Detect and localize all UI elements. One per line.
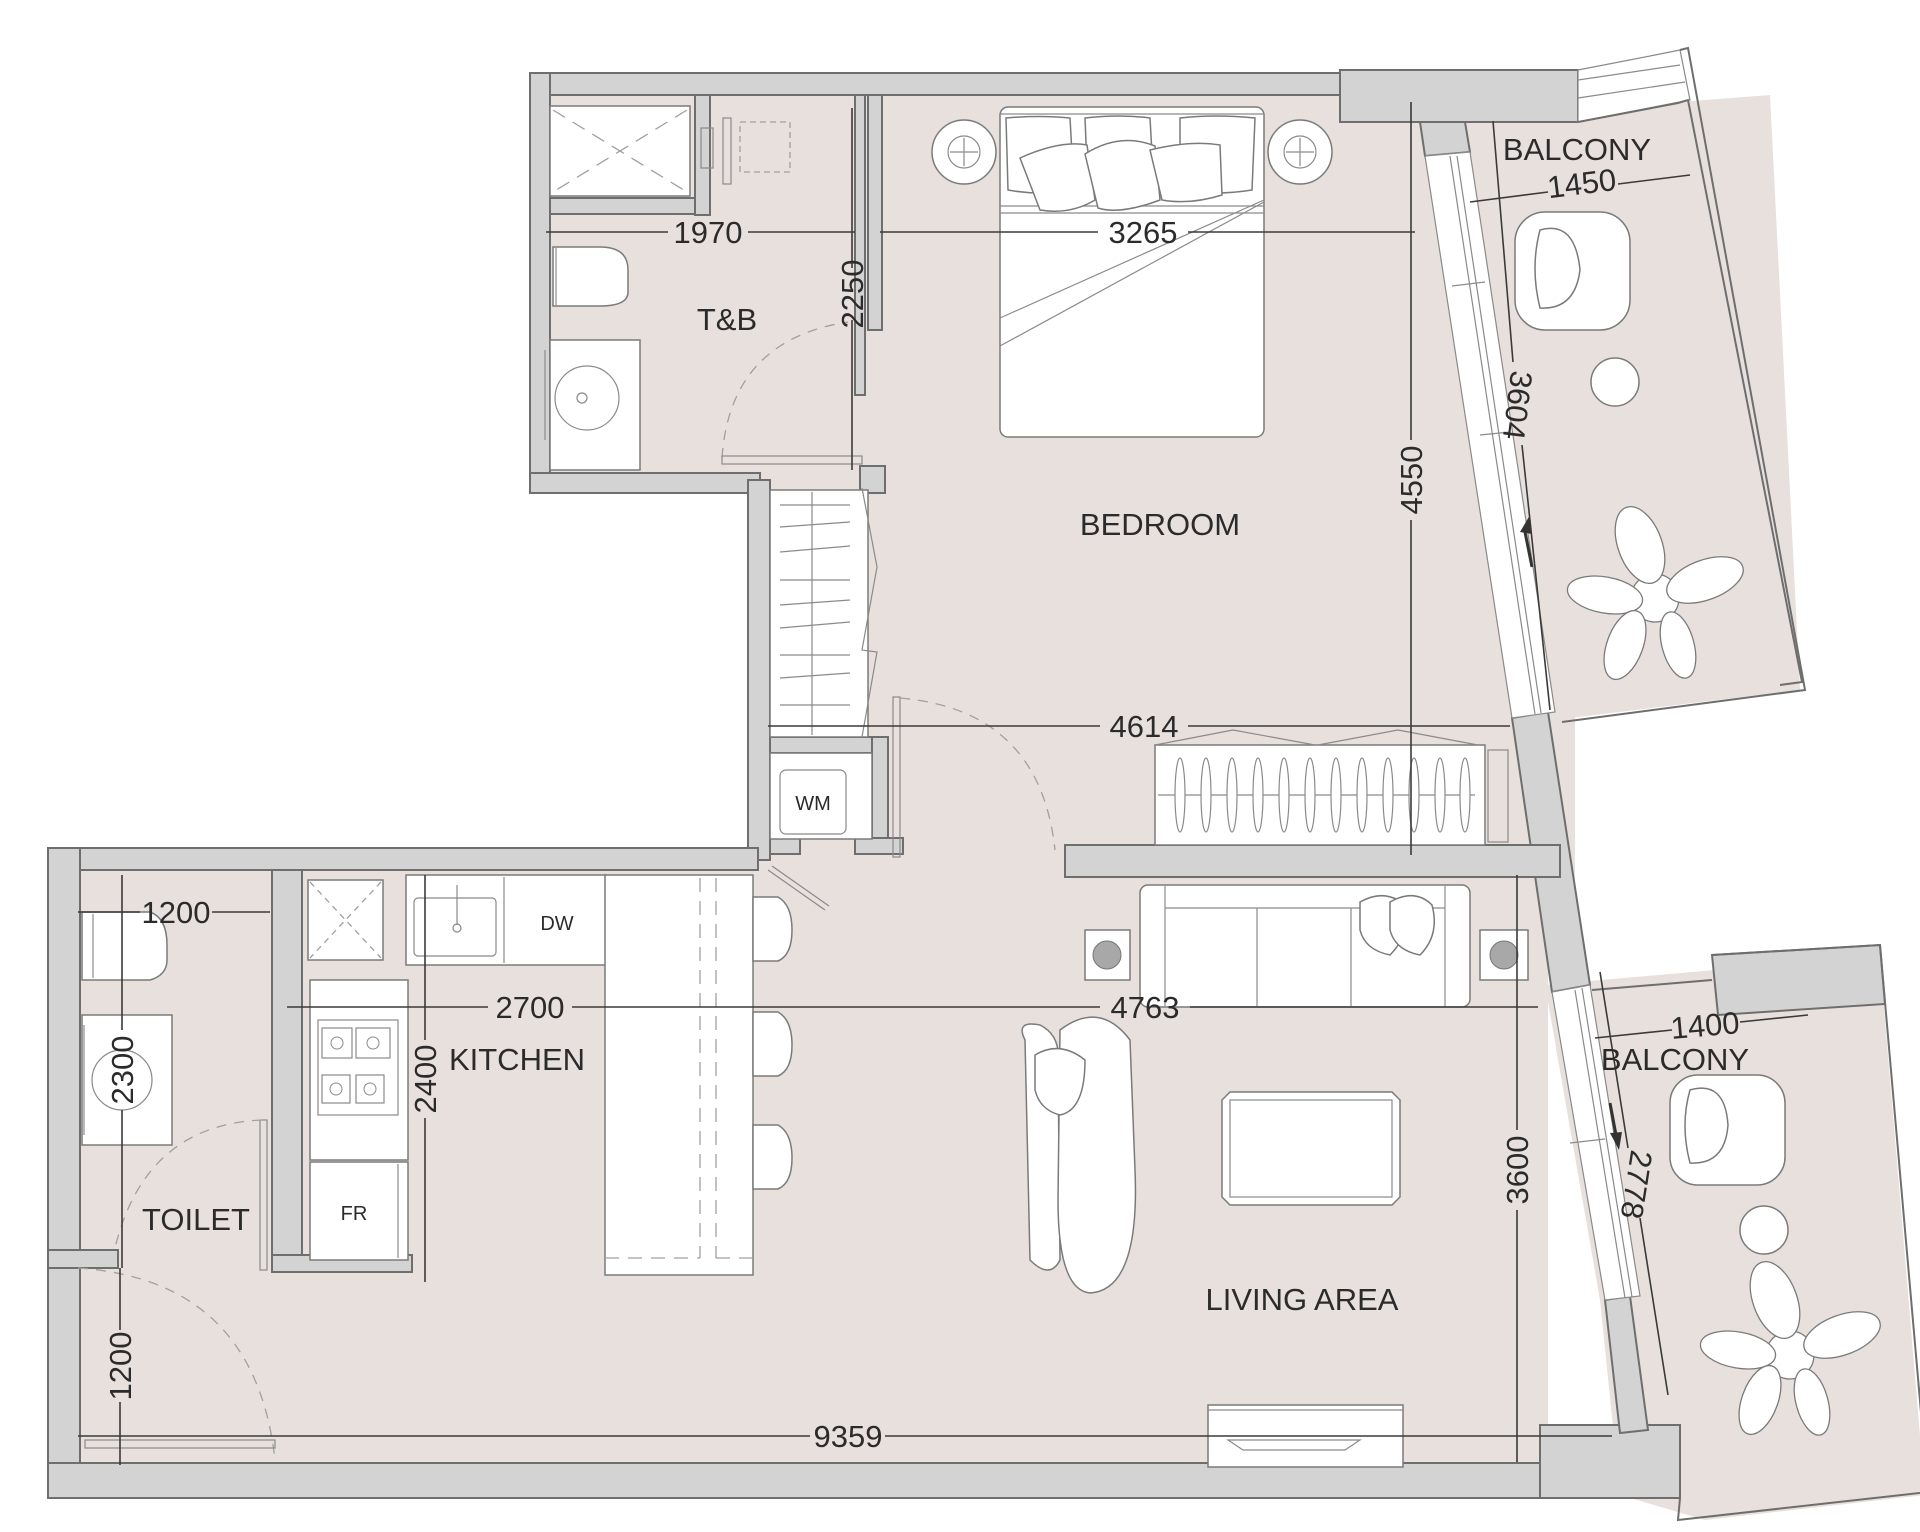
dishwasher-label: DW xyxy=(540,913,573,935)
room-label-toilet: TOILET xyxy=(142,1202,250,1237)
balcony-top-chair xyxy=(1514,211,1631,331)
room-label-balcony-top: BALCONY xyxy=(1503,132,1651,167)
dim-entry-depth: 1200 xyxy=(103,1332,138,1401)
double-bed xyxy=(999,106,1265,438)
dim-living-width: 4763 xyxy=(1111,990,1180,1025)
room-labels: T&B BEDROOM BALCONY BALCONY KITCHEN TOIL… xyxy=(142,132,1749,1317)
wm-label: WM xyxy=(795,793,831,815)
tb-door-swing xyxy=(721,321,863,465)
wardrobe-left xyxy=(769,487,878,738)
balcony-outlines xyxy=(1561,46,1920,1522)
dimension-lines xyxy=(78,102,1809,1465)
balcony-bottom-side-table xyxy=(1739,1205,1789,1255)
toilet-door-swing xyxy=(114,1119,268,1271)
dim-toilet-depth: 2300 xyxy=(105,1036,140,1105)
cooktop-counter xyxy=(309,979,409,1161)
floors xyxy=(48,73,1920,1520)
balcony-top-plant xyxy=(1566,506,1744,681)
utility-door xyxy=(767,865,830,911)
bar-stools xyxy=(752,896,793,1190)
bedroom-door-swing xyxy=(892,696,1056,858)
dim-toilet-width: 1200 xyxy=(142,895,211,930)
washing-machine: WM xyxy=(769,752,873,840)
vanity-basin xyxy=(544,339,641,471)
coffee-table xyxy=(1221,1091,1401,1206)
room-label-living: LIVING AREA xyxy=(1206,1282,1399,1317)
dim-tb-depth: 2250 xyxy=(835,260,870,329)
fridge-label: FR xyxy=(341,1203,368,1225)
dim-bedroom-depth: 4550 xyxy=(1394,446,1429,515)
wc-toilet xyxy=(552,246,629,307)
balcony-bottom-chair xyxy=(1669,1074,1786,1186)
dim-kitchen-depth: 2400 xyxy=(408,1045,443,1114)
wardrobe-bottom xyxy=(1154,729,1509,846)
nightstand-left xyxy=(931,119,997,185)
walls xyxy=(47,69,1887,1499)
toilet-wc xyxy=(81,911,168,981)
balcony-bottom-plant xyxy=(1699,1261,1881,1436)
dim-bed-width: 3265 xyxy=(1109,215,1178,250)
side-plant-right xyxy=(1479,929,1529,981)
room-label-kitchen: KITCHEN xyxy=(449,1042,585,1077)
nightstand-right xyxy=(1267,119,1333,185)
room-label-balcony-bottom: BALCONY xyxy=(1601,1042,1749,1077)
balcony-top-side-table xyxy=(1590,357,1640,407)
dim-total-width: 9359 xyxy=(814,1419,883,1454)
shower-tray xyxy=(549,105,691,197)
side-plant-left xyxy=(1084,929,1131,981)
arrow-up-icon xyxy=(1520,515,1534,568)
sofa xyxy=(1139,884,1471,1008)
dim-balcony-top-length: 3604 xyxy=(1496,369,1539,442)
toilet-basin xyxy=(81,1014,173,1146)
tall-unit xyxy=(307,879,384,961)
dim-kitchen-width: 2700 xyxy=(496,990,565,1025)
dim-bedroom-width: 4614 xyxy=(1110,709,1179,744)
kitchen-island xyxy=(604,874,754,1276)
room-label-tb: T&B xyxy=(697,302,757,337)
dimension-labels: 1970 3265 2250 4550 4614 1450 3604 1200 … xyxy=(103,162,1741,1454)
dim-living-depth: 3600 xyxy=(1500,1136,1535,1205)
arrow-down-icon xyxy=(1608,1102,1622,1150)
dim-tb-width: 1970 xyxy=(674,215,743,250)
shower-head-panel xyxy=(700,117,791,185)
sink-counter xyxy=(405,874,607,966)
dim-balcony-bottom-width: 1400 xyxy=(1669,1005,1741,1046)
room-label-bedroom: BEDROOM xyxy=(1080,507,1240,542)
curved-sofa xyxy=(1021,1016,1137,1294)
entry-door-swing xyxy=(77,1267,276,1461)
dim-balcony-top-width: 1450 xyxy=(1545,162,1618,205)
windows xyxy=(1424,49,1691,1301)
fridge: FR xyxy=(309,1161,409,1261)
